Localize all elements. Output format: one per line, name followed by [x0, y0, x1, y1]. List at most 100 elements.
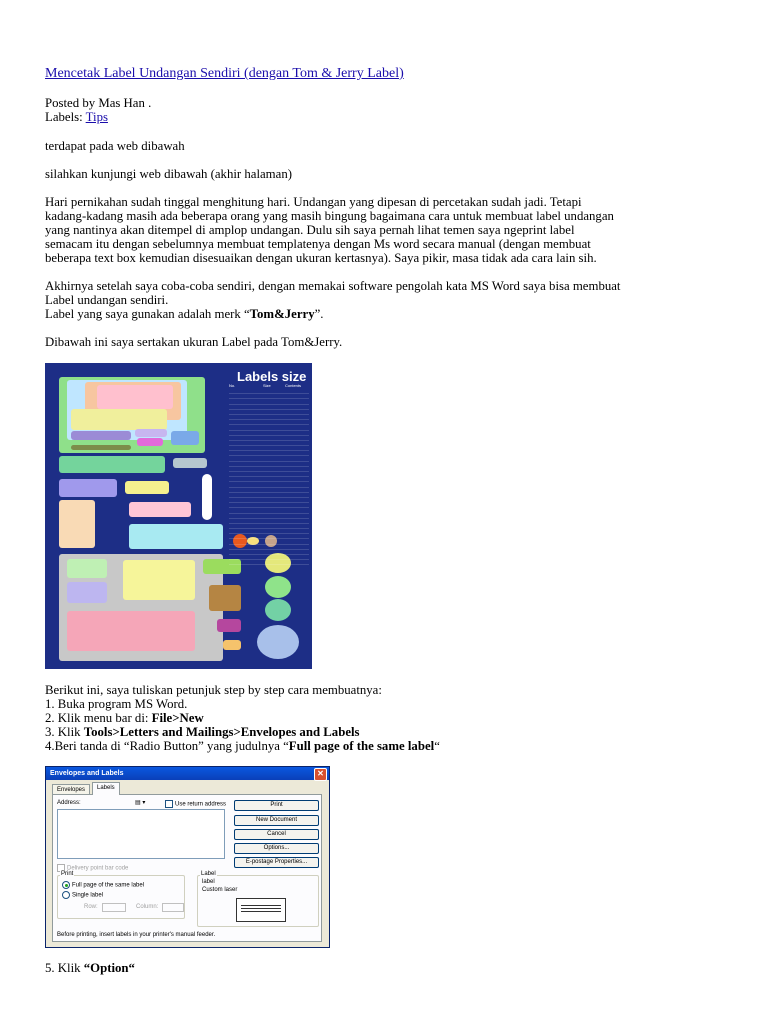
- column-stepper[interactable]: [162, 903, 184, 912]
- full-page-option[interactable]: Full page of the same label: [62, 881, 144, 889]
- envelopes-labels-dialog: Envelopes and Labels ✕ Envelopes Labels …: [45, 766, 330, 948]
- dialog-title: Envelopes and Labels: [50, 770, 124, 777]
- labels-size-row: [229, 482, 309, 488]
- step-4: 4.Beri tanda di “Radio Button” yang judu…: [45, 739, 735, 754]
- article-title[interactable]: Mencetak Label Undangan Sendiri (dengan …: [45, 66, 404, 81]
- col-no: No.: [229, 383, 236, 388]
- step-3-prefix: 3. Klik: [45, 725, 84, 739]
- cancel-button[interactable]: Cancel: [234, 829, 319, 840]
- use-return-address-label: Use return address: [175, 801, 227, 808]
- labels-size-row: [229, 472, 309, 478]
- labels-size-row: [229, 524, 309, 530]
- tab-labels[interactable]: Labels: [92, 782, 120, 795]
- labels-size-row: [229, 519, 309, 524]
- print-group-label: Print: [60, 871, 75, 877]
- new-document-button[interactable]: New Document: [234, 815, 319, 826]
- labels-size-image: Labels size No. Size Contents: [45, 363, 312, 669]
- step-5: 5. Klik “Option“: [45, 961, 735, 976]
- labels-size-row: [229, 399, 309, 405]
- brand-suffix: ”.: [314, 307, 324, 321]
- labels-size-row: [229, 488, 309, 493]
- step-3: 3. Klik Tools>Letters and Mailings>Envel…: [45, 725, 735, 740]
- step-2: 2. Klik menu bar di: File>New: [45, 711, 735, 726]
- print-group: Print Full page of the same label Single…: [57, 871, 185, 919]
- labels-size-row: [229, 436, 309, 441]
- epostage-button[interactable]: E-postage Properties...: [234, 857, 319, 868]
- address-textarea[interactable]: [57, 809, 225, 859]
- paragraph-2-line-3: Label yang saya gunakan adalah merk “Tom…: [45, 307, 735, 322]
- paragraph-3: Dibawah ini saya sertakan ukuran Label p…: [45, 335, 343, 349]
- labels-prefix: Labels:: [45, 110, 86, 124]
- row-stepper[interactable]: [102, 903, 126, 912]
- intro-line-2: silahkan kunjungi web dibawah (akhir hal…: [45, 167, 292, 181]
- col-size: Size: [263, 383, 271, 388]
- labels-size-row: [229, 534, 309, 540]
- use-return-address[interactable]: Use return address: [165, 800, 226, 808]
- options-button[interactable]: Options...: [234, 843, 319, 854]
- paragraph-1-line-2: kadang-kadang masih ada beberapa orang y…: [45, 209, 614, 223]
- row-label: Row:: [84, 904, 98, 910]
- step-4-suffix: “: [434, 739, 440, 753]
- label-group-title: Label: [200, 871, 217, 877]
- single-label-option[interactable]: Single label: [62, 891, 103, 899]
- full-page-label: Full page of the same label: [72, 882, 145, 889]
- labels-size-row: [229, 493, 309, 498]
- single-label-label: Single label: [72, 892, 104, 899]
- use-return-address-checkbox[interactable]: [165, 800, 173, 808]
- steps-intro: Berikut ini, saya tuliskan petunjuk step…: [45, 683, 382, 697]
- labels-line: Labels: Tips: [45, 110, 735, 125]
- step-4-prefix: 4.Beri tanda di “Radio Button” yang judu…: [45, 739, 289, 753]
- labels-size-row: [229, 467, 309, 472]
- labels-size-row: [229, 503, 309, 509]
- single-label-radio[interactable]: [62, 891, 70, 899]
- labels-size-row: [229, 550, 309, 555]
- brand-prefix: Label yang saya gunakan adalah merk “: [45, 307, 250, 321]
- labels-size-row: [229, 389, 309, 395]
- labels-size-row: [229, 405, 309, 410]
- labels-size-row: [229, 410, 309, 415]
- labels-size-row: [229, 394, 309, 400]
- address-book-icon[interactable]: ▤ ▾: [135, 800, 146, 806]
- step-5-bold: “Option“: [83, 961, 135, 975]
- step-1: 1. Buka program MS Word.: [45, 697, 188, 711]
- tab-envelopes[interactable]: Envelopes: [52, 784, 91, 795]
- address-label: Address:: [57, 800, 81, 806]
- step-2-bold: File>New: [151, 711, 204, 725]
- labels-size-row: [229, 456, 309, 462]
- posted-by: Posted by Mas Han .: [45, 96, 152, 110]
- label-preview[interactable]: [236, 898, 286, 922]
- print-button[interactable]: Print: [234, 800, 319, 811]
- labels-size-row: [229, 425, 309, 431]
- labels-size-row: [229, 508, 309, 514]
- labels-size-table: [229, 389, 309, 566]
- paragraph-1-line-5: beberapa text box kemudian disesuaikan d…: [45, 251, 597, 265]
- paragraph-1-line-3: yang nantinya akan ditempel di amplop un…: [45, 223, 575, 237]
- step-2-prefix: 2. Klik menu bar di:: [45, 711, 152, 725]
- dialog-titlebar: Envelopes and Labels ✕: [46, 767, 329, 781]
- labels-size-row: [229, 514, 309, 519]
- labels-size-row: [229, 539, 309, 545]
- full-page-radio[interactable]: [62, 881, 70, 889]
- label-name: label: [202, 879, 215, 885]
- labels-size-row: [229, 477, 309, 483]
- labels-size-row: [229, 446, 309, 452]
- paragraph-1-line-1: Hari pernikahan sudah tinggal menghitung…: [45, 195, 582, 209]
- labels-size-row: [229, 498, 309, 504]
- step-5-prefix: 5. Klik: [45, 961, 84, 975]
- brand-name: Tom&Jerry: [249, 307, 315, 321]
- tips-link[interactable]: Tips: [85, 110, 108, 124]
- labels-size-row: [229, 420, 309, 426]
- label-group[interactable]: Label label Custom laser: [197, 871, 319, 927]
- close-icon[interactable]: ✕: [314, 768, 327, 781]
- step-3-bold: Tools>Letters and Mailings>Envelopes and…: [83, 725, 360, 739]
- labels-size-row: [229, 431, 309, 436]
- paragraph-2-line-2: Label undangan sendiri.: [45, 293, 169, 307]
- labels-size-row: [229, 462, 309, 467]
- labels-size-row: [229, 545, 309, 550]
- labels-size-row: [229, 451, 309, 457]
- step-4-bold: Full page of the same label: [288, 739, 435, 753]
- labels-size-row: [229, 415, 309, 421]
- labels-size-row: [229, 555, 309, 561]
- dialog-footer: Before printing, insert labels in your p…: [57, 932, 216, 938]
- label-type: Custom laser: [202, 887, 238, 893]
